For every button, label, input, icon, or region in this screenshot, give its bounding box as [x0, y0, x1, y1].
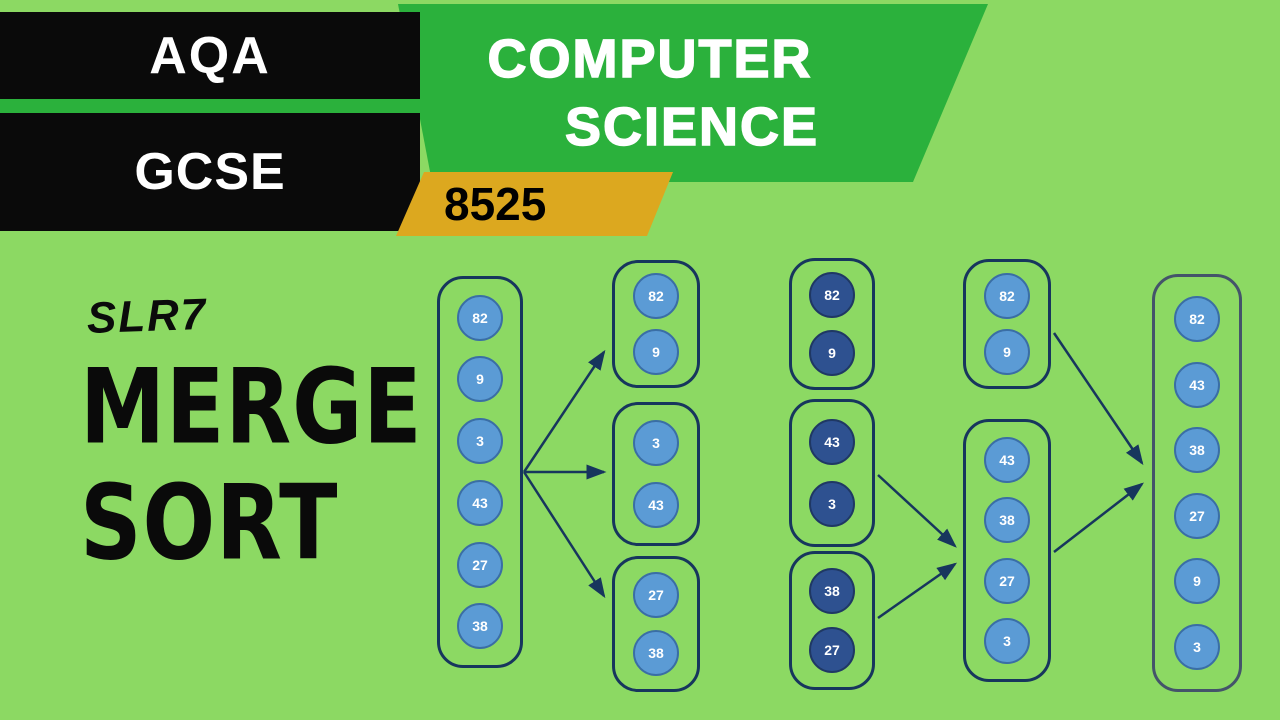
topic-title-line1: MERGE: [80, 346, 423, 468]
value-circle: 9: [984, 329, 1030, 376]
value-circle: 38: [457, 603, 503, 650]
value-circle: 27: [1174, 492, 1220, 539]
value-circle: 82: [809, 272, 855, 319]
spec-code-banner: 8525: [396, 172, 673, 236]
subject-title-line1: COMPUTER: [487, 28, 813, 90]
value-circle: 3: [1174, 623, 1220, 670]
value-circle: 3: [457, 418, 503, 465]
arrow-merge-mid-down: [877, 474, 957, 548]
value-circle: 27: [457, 541, 503, 588]
arrow-merge-mid-up: [877, 562, 958, 620]
value-circle: 27: [984, 557, 1030, 604]
value-circle: 43: [457, 479, 503, 526]
value-circle: 27: [633, 571, 679, 618]
value-circle: 43: [984, 436, 1030, 483]
value-circle: 38: [1174, 427, 1220, 474]
value-circle: 38: [809, 567, 855, 614]
value-circle: 82: [984, 272, 1030, 319]
value-circle: 43: [1174, 361, 1220, 408]
arrow-merge-final-down: [1052, 332, 1144, 466]
banner-divider: [0, 99, 420, 113]
level-banner: GCSE: [0, 113, 420, 231]
value-circle: 9: [1174, 558, 1220, 605]
subject-banner: COMPUTER SCIENCE: [398, 4, 988, 182]
value-circle: 3: [984, 618, 1030, 665]
arrow-split-bottom: [522, 471, 606, 599]
value-circle: 43: [809, 418, 855, 465]
spec-code-label: 8525: [444, 178, 547, 230]
exam-board-banner: AQA: [0, 12, 420, 99]
value-circle: 9: [457, 356, 503, 403]
value-circle: 3: [809, 481, 855, 528]
value-circle: 3: [633, 420, 679, 467]
value-circle: 9: [633, 329, 679, 375]
value-circle: 82: [1174, 296, 1220, 343]
value-circle: 38: [984, 497, 1030, 544]
topic-title-line2: SORT: [80, 462, 339, 584]
subject-title-line2: SCIENCE: [564, 96, 820, 158]
level-label: GCSE: [134, 143, 286, 201]
value-circle: 27: [809, 627, 855, 674]
arrow-split-top: [522, 349, 606, 473]
value-circle: 82: [457, 294, 503, 341]
exam-board-label: AQA: [149, 26, 271, 85]
sort-box-col5-1: 82 43 38 27 9 3: [1152, 274, 1242, 692]
sort-box-col4-2: 43 38 27 3: [963, 419, 1051, 682]
sort-box-col1-1: 82 9 3 43 27 38: [437, 276, 523, 668]
value-circle: 38: [633, 630, 679, 677]
arrow-merge-final-up: [1053, 482, 1144, 553]
value-circle: 43: [633, 481, 679, 528]
value-circle: 82: [633, 273, 679, 319]
value-circle: 9: [809, 329, 855, 376]
